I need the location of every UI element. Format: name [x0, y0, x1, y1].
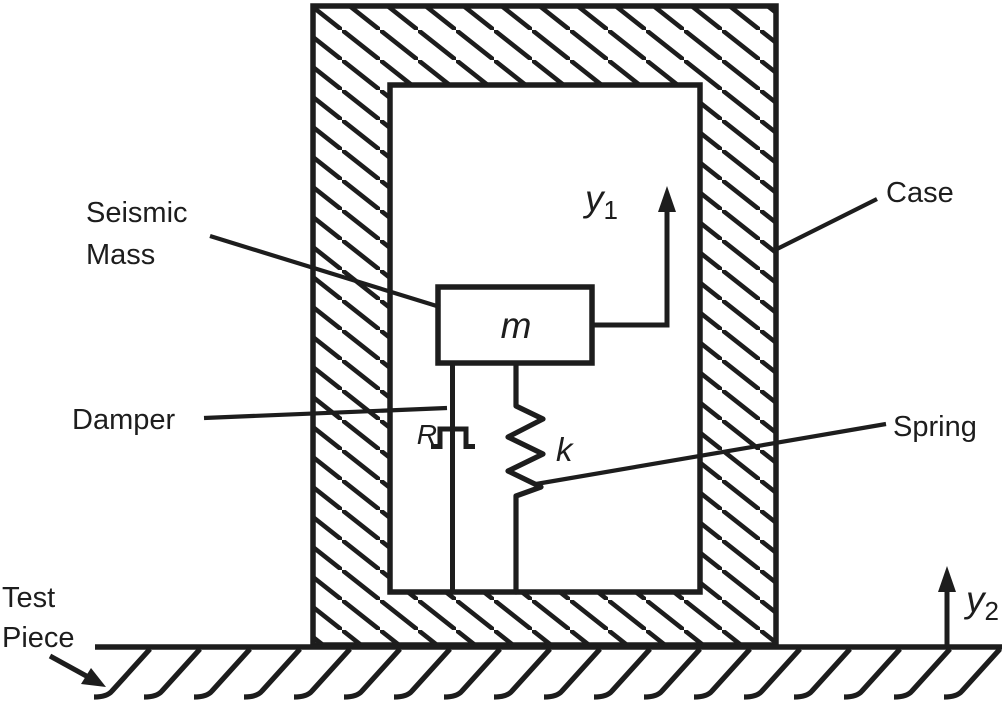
y1-arrow: y1: [582, 178, 676, 328]
y2-label: y2: [963, 579, 999, 626]
seismic-mass-block: m: [435, 284, 595, 366]
test-piece-label-line1: Test: [2, 582, 55, 614]
damper-cylinder: [431, 426, 475, 449]
damper-leader-line: [203, 405, 448, 421]
ground-hatching: [93, 647, 1002, 700]
spring-leader-line: [535, 421, 887, 487]
spring-coil: [505, 360, 546, 595]
spring-symbol: k: [505, 360, 574, 595]
case-leader-line: [776, 197, 878, 251]
seismic-mass-label-line1: Seismic: [86, 197, 188, 229]
test-piece-label-line2: Piece: [2, 622, 75, 654]
spring-stiffness-label: k: [556, 431, 574, 468]
damper-symbol: R: [417, 363, 475, 592]
mass-rect: [435, 284, 595, 366]
test-piece-arrow-line: [48, 653, 92, 681]
y2-arrowhead-icon: [938, 566, 956, 592]
damper-label: Damper: [72, 404, 175, 436]
seismic-mass-leader-line: [209, 233, 441, 310]
y2-arrow: y2: [938, 566, 999, 646]
seismic-mass-label-line2: Mass: [86, 239, 155, 271]
test-piece-arrow: [48, 653, 106, 687]
y1-arrowhead-icon: [658, 186, 676, 212]
test-piece-ground: [93, 644, 1002, 700]
case-label: Case: [886, 177, 954, 209]
y1-arrow-line: [592, 208, 670, 328]
spring-label: Spring: [893, 411, 977, 443]
y1-label: y1: [582, 178, 618, 225]
test-piece-arrowhead-icon: [81, 668, 106, 687]
damper-coefficient-label: R: [417, 419, 437, 450]
text-labels: Seismic Mass Damper Case Spring Test Pie…: [2, 177, 977, 654]
mass-label: m: [501, 305, 532, 346]
